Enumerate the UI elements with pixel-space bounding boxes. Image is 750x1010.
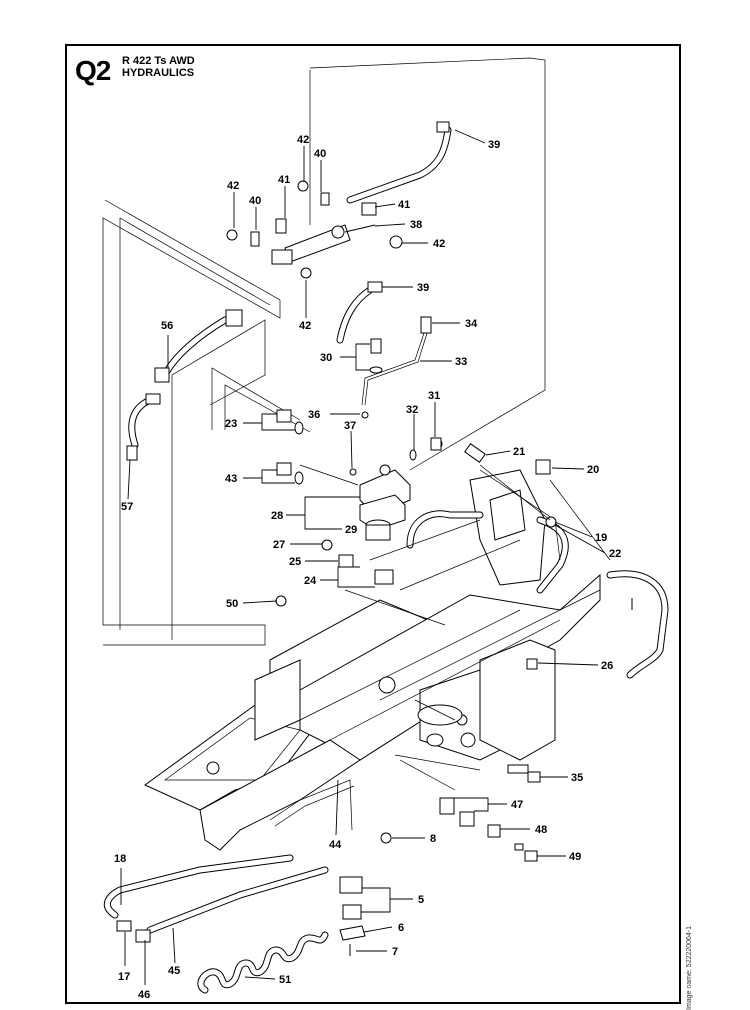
callout-44: 44 xyxy=(329,839,342,851)
fittings-left xyxy=(276,409,304,485)
frame-hoses xyxy=(369,469,569,594)
callout-34: 34 xyxy=(465,318,478,330)
callout-27: 27 xyxy=(273,539,285,551)
steering-cylinder xyxy=(226,121,452,279)
callout-22: 22 xyxy=(609,548,621,560)
callout-5: 5 xyxy=(418,894,424,906)
callout-42-bottom: 42 xyxy=(299,320,311,332)
callout-37: 37 xyxy=(344,420,356,432)
clamps xyxy=(275,539,394,607)
parts-5-6-7 xyxy=(339,876,366,956)
page-code: Q2 xyxy=(75,55,111,86)
callout-42-left: 42 xyxy=(227,180,239,192)
callout-29: 29 xyxy=(345,524,357,536)
handle-bar xyxy=(606,570,669,679)
callout-35: 35 xyxy=(571,772,583,784)
hose-57 xyxy=(126,393,161,461)
callout-7: 7 xyxy=(392,946,398,958)
callout-24: 24 xyxy=(304,575,317,587)
callout-41-left: 41 xyxy=(278,174,290,186)
callout-46: 46 xyxy=(138,989,150,1001)
leader-lines xyxy=(120,129,606,985)
callout-36: 36 xyxy=(308,409,320,421)
callout-31: 31 xyxy=(428,390,440,402)
tube-33 xyxy=(361,316,432,406)
model-title: R 422 Ts AWD xyxy=(122,55,195,67)
callout-labels: 42 40 41 42 40 39 41 38 42 42 39 34 33 3… xyxy=(114,134,621,1001)
callout-41-right: 41 xyxy=(398,199,410,211)
callout-47: 47 xyxy=(511,799,523,811)
callout-40-left: 40 xyxy=(249,195,261,207)
section-title: HYDRAULICS xyxy=(122,67,195,79)
callout-39-lower: 39 xyxy=(417,282,429,294)
callout-56: 56 xyxy=(161,320,173,332)
callout-45: 45 xyxy=(168,965,180,977)
callout-21: 21 xyxy=(513,446,525,458)
tractor-frame xyxy=(144,469,601,851)
callout-8: 8 xyxy=(430,833,436,845)
callout-39-top: 39 xyxy=(488,139,500,151)
callout-51: 51 xyxy=(279,974,291,986)
callout-20: 20 xyxy=(587,464,599,476)
callout-38: 38 xyxy=(410,219,422,231)
callout-42-right: 42 xyxy=(433,238,445,250)
callout-57: 57 xyxy=(121,501,133,513)
callout-43: 43 xyxy=(225,473,237,485)
control-valve xyxy=(299,464,411,541)
callout-42-top: 42 xyxy=(297,134,309,146)
fittings-30 xyxy=(349,338,383,476)
callout-23: 23 xyxy=(225,418,237,430)
callout-50: 50 xyxy=(226,598,238,610)
hoses-bottom xyxy=(103,779,355,943)
callout-26: 26 xyxy=(601,660,613,672)
callout-48: 48 xyxy=(535,824,547,836)
callout-40-top: 40 xyxy=(314,148,326,160)
callout-6: 6 xyxy=(398,922,404,934)
hose-39-lower xyxy=(336,281,383,344)
bottom-right-parts xyxy=(380,658,541,862)
callout-33: 33 xyxy=(455,356,467,368)
spring-51 xyxy=(197,931,329,994)
callout-17: 17 xyxy=(118,971,130,983)
callout-18: 18 xyxy=(114,853,126,865)
callout-32: 32 xyxy=(406,404,418,416)
hose-56 xyxy=(154,309,243,383)
fittings-right xyxy=(409,437,611,561)
callout-25: 25 xyxy=(289,556,301,568)
callout-19: 19 xyxy=(595,532,607,544)
callout-49: 49 xyxy=(569,851,581,863)
callout-28: 28 xyxy=(271,510,283,522)
callout-30: 30 xyxy=(320,352,332,364)
